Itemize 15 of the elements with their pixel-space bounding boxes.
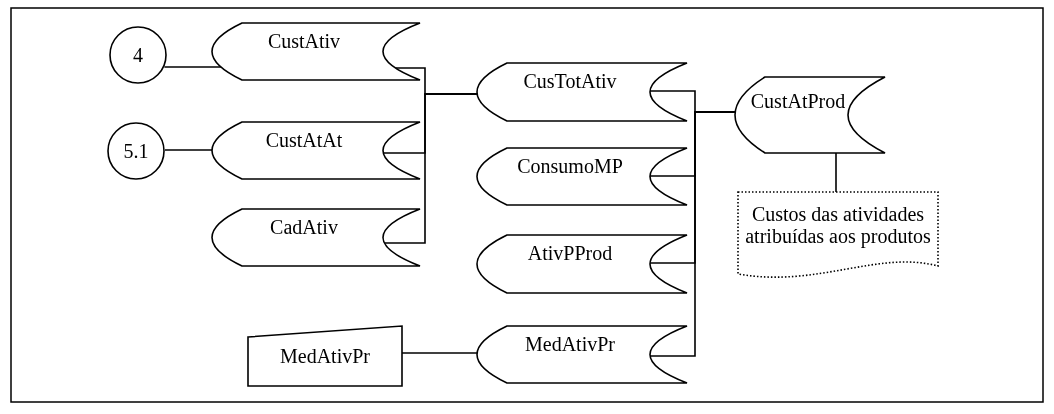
document-text: Custos das atividades atribuídas aos produtos [744, 203, 932, 247]
node-label: 5.1 [123, 140, 149, 162]
node-label: AtivPProd [527, 241, 613, 264]
node-label: ConsumoMP [517, 154, 623, 177]
node-label: CustAtAt [265, 128, 343, 151]
connector-line [835, 152, 837, 193]
node-label: CusTotAtiv [523, 69, 617, 92]
node-label: CustAtiv [267, 29, 341, 52]
node-label: MedAtivPr [280, 345, 370, 367]
node-label: CadAtiv [270, 215, 338, 238]
connector-line [163, 66, 222, 68]
node-label: 4 [133, 44, 143, 66]
node-label: MedAtivPr [525, 332, 615, 355]
connector-line [164, 149, 213, 151]
node-label: CustAtProd [750, 89, 846, 112]
